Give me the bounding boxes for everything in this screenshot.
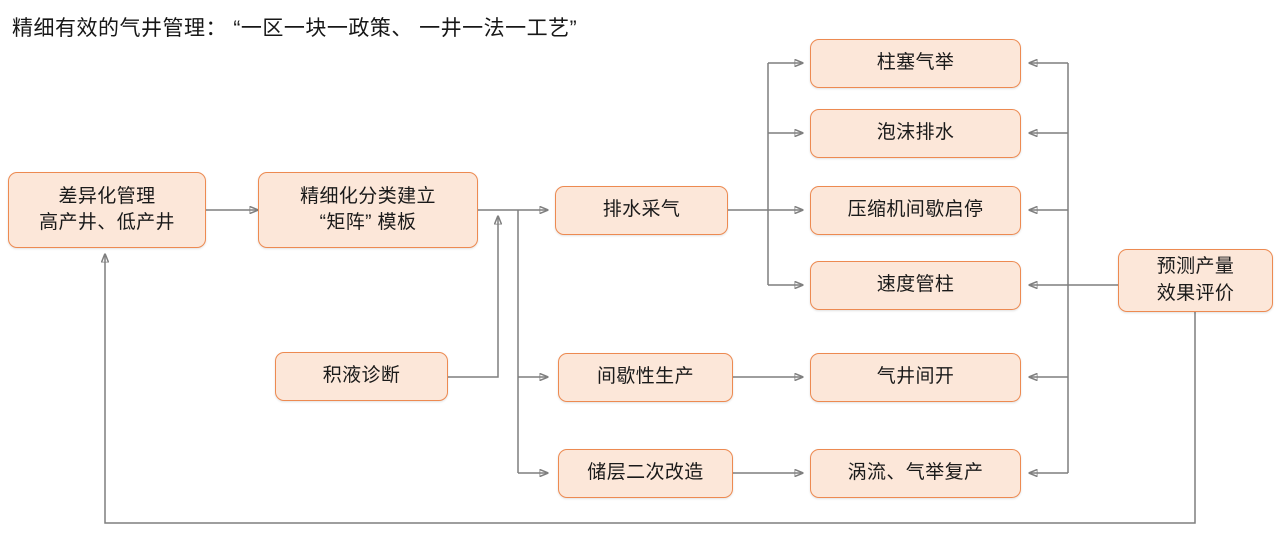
node-velocity-string[interactable]: 速度管柱 [810,261,1021,310]
node-classification-matrix[interactable]: 精细化分类建立 “矩阵” 模板 [258,172,478,248]
node-liquid-loading-diagnosis[interactable]: 积液诊断 [275,352,448,401]
node-reservoir-restimulation[interactable]: 储层二次改造 [558,449,733,498]
page-title: 精细有效的气井管理： “一区一块一政策、 一井一法一工艺” [12,17,578,40]
node-foam-drainage[interactable]: 泡沫排水 [810,109,1021,158]
node-intermittent-production[interactable]: 间歇性生产 [558,353,733,402]
node-drainage-gas-recovery[interactable]: 排水采气 [555,186,728,235]
node-differentiated-management[interactable]: 差异化管理 高产井、低产井 [8,172,206,248]
node-vortex-gaslift-restore[interactable]: 涡流、气举复产 [810,449,1021,498]
node-production-forecast-evaluation[interactable]: 预测产量 效果评价 [1118,249,1273,312]
node-compressor-intermittent[interactable]: 压缩机间歇启停 [810,186,1021,235]
node-plunger-lift[interactable]: 柱塞气举 [810,39,1021,88]
node-well-intermittent-open[interactable]: 气井间开 [810,353,1021,402]
